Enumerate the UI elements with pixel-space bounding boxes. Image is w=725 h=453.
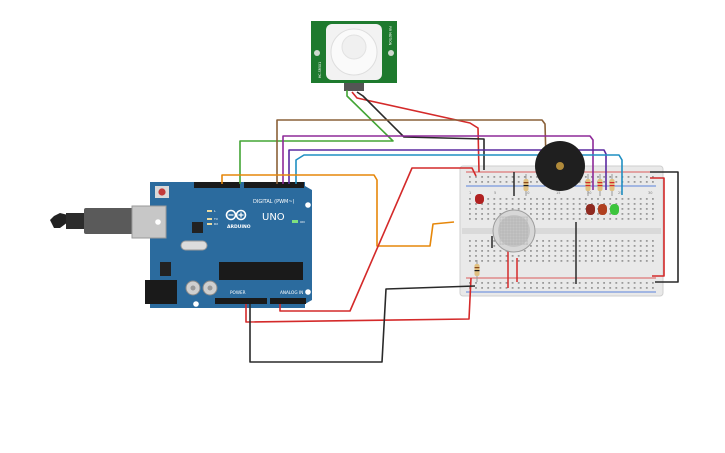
wire-black-pir [356,91,485,170]
led-red [586,204,595,215]
l-led-label: L [214,209,216,213]
gas-sensor-mesh [499,216,528,245]
atmega-chip [219,262,303,280]
wire-green [239,90,394,184]
usb-cable [66,213,86,229]
led-orange [598,204,607,215]
resistor [609,174,615,196]
wire-rail-bridge-black [650,171,679,283]
analog-label: ANALOG IN [280,290,303,295]
resistor [474,260,480,282]
mount-hole [388,50,394,56]
bb-number: 1 [469,191,471,195]
voltage-regulator [160,262,171,276]
board-model-label: UNO [262,212,285,223]
wire-red-pir [351,91,480,173]
resistor [585,174,591,196]
arduino-uno-board: UNO ARDUINO DIGITAL (PWM~) POWER ANALOG … [50,182,312,308]
wire-violet [288,149,607,190]
reset-button[interactable] [158,188,166,196]
pir-label-right: PIR MOTION [388,26,392,46]
tx-led [207,218,212,220]
wire-black-gnd [249,285,476,363]
l-led [207,210,212,212]
pir-pins [344,83,364,91]
resistor [523,174,529,196]
mount-hole [305,202,311,208]
analog-header [270,298,306,304]
mount-hole [193,301,199,307]
led-red-left [475,194,484,204]
usb-plug-tip [50,213,68,228]
arduino-logo [225,209,247,221]
bb-number: 5 [494,191,496,195]
on-led [292,220,298,223]
power-header [215,298,267,304]
tx-led-label: TX [213,217,218,221]
resistor [597,174,603,196]
led-green [610,204,619,215]
bb-number: 10 [525,191,529,195]
mount-hole [305,289,311,295]
power-label: POWER [230,290,246,295]
crystal [180,240,208,251]
wires [221,90,679,363]
bb-number: 25 [618,191,622,195]
digital-header-left [194,182,240,188]
bb-number: 20 [587,191,591,195]
breadboard-numbers: 1 5 10 15 20 25 30 [469,191,652,195]
wire-purple [282,135,594,190]
mount-hole [155,219,161,225]
pir-label-left: HC-SR501 [318,62,322,78]
on-led-label: ON [300,220,305,224]
bb-number: 30 [648,191,652,195]
rx-led-label: RX [214,222,218,226]
breadboard-components [474,141,619,288]
wire-orange [221,174,455,247]
usb-chip [192,222,203,233]
usb-connector [84,208,134,234]
wire-blue [295,154,623,195]
wire-red-power [279,167,477,312]
wire-red-5v [245,277,472,323]
rx-led [207,223,212,225]
digital-header-right [244,182,304,188]
wire-rail-bridge-red [650,177,665,277]
board-brand-label: ARDUINO [227,224,251,230]
digital-label: DIGITAL (PWM~) [253,199,295,205]
pir-motion-sensor: HC-SR501 PIR MOTION [311,21,397,91]
bb-number: 15 [556,191,560,195]
mount-hole [314,50,320,56]
